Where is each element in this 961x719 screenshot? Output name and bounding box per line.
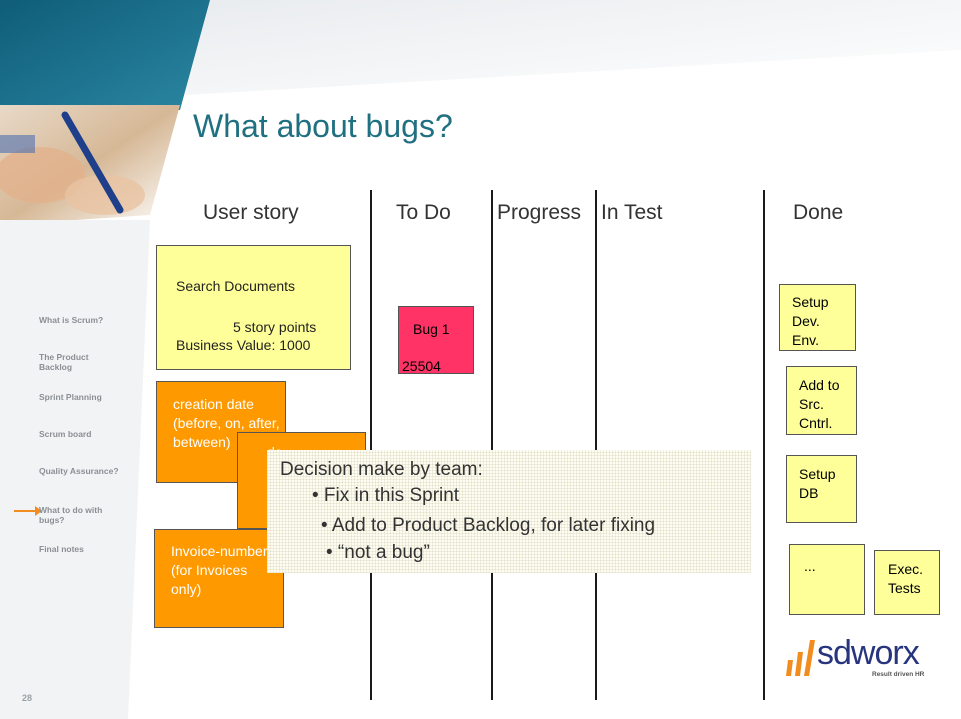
column-header-progress: Progress — [497, 201, 582, 224]
sidebar-background — [0, 220, 150, 719]
done-card-text: Setup Dev. Env. — [792, 294, 829, 348]
story-business-value: Business Value: 1000 — [176, 337, 311, 353]
nav-item-sprint-planning[interactable]: Sprint Planning — [39, 392, 102, 402]
nav-item-scrum-board[interactable]: Scrum board — [39, 429, 92, 439]
current-section-arrow-icon — [14, 506, 42, 516]
nav-item-what-is-scrum[interactable]: What is Scrum? — [39, 315, 104, 325]
bug-number: 25504 — [402, 358, 441, 374]
logo-tagline: Result driven HR — [872, 671, 925, 678]
done-card-text: Setup DB — [799, 466, 836, 501]
decision-option-backlog: • Add to Product Backlog, for later fixi… — [321, 515, 656, 536]
story-points: 5 story points — [233, 319, 317, 335]
bug-card[interactable]: Bug 1 25504 — [398, 306, 474, 374]
column-header-to-do: To Do — [396, 201, 451, 224]
done-card-text: Add to Src. Cntrl. — [799, 377, 840, 431]
logo-mark-icon — [786, 640, 815, 676]
column-divider — [595, 190, 597, 700]
nav-item-bugs-active[interactable]: What to do with bugs? — [39, 505, 103, 525]
decision-option-fix: • Fix in this Sprint — [312, 485, 460, 506]
done-card-add-to-src-cntrl[interactable]: Add to Src. Cntrl. — [786, 366, 857, 435]
task-invoice-text: Invoice-number (for Invoices only) — [171, 543, 268, 597]
bug-label: Bug 1 — [413, 321, 450, 337]
photo-writing-hand — [0, 105, 180, 225]
decision-option-not-a-bug: • “not a bug” — [326, 542, 430, 563]
user-story-card[interactable]: Search Documents 5 story points Business… — [156, 245, 351, 370]
decision-heading: Decision make by team: — [280, 459, 483, 480]
slide-title: What about bugs? — [193, 108, 453, 144]
header-decoration — [0, 0, 961, 110]
sdworx-logo: sdworx Result driven HR — [782, 634, 942, 688]
column-divider — [370, 190, 372, 700]
column-header-user-story: User story — [203, 201, 299, 224]
page-number: 28 — [22, 693, 33, 703]
done-card-text: ... — [804, 558, 816, 574]
column-divider — [491, 190, 493, 700]
nav-item-final-notes[interactable]: Final notes — [39, 544, 84, 554]
story-title: Search Documents — [176, 278, 296, 294]
done-card-setup-db[interactable]: Setup DB — [786, 455, 857, 523]
logo-wordmark: sdworx — [817, 634, 920, 672]
column-header-done: Done — [793, 201, 844, 224]
nav-item-quality-assurance[interactable]: Quality Assurance? — [39, 466, 119, 476]
task-card-invoice[interactable]: Invoice-number (for Invoices only) — [154, 529, 284, 628]
nav-item-product-backlog[interactable]: The Product Backlog — [39, 352, 89, 372]
done-card-ellipsis[interactable]: ... — [789, 544, 865, 615]
task-creation-date-text: creation date (before, on, after, betwee… — [173, 396, 280, 450]
column-header-in-test: In Test — [601, 201, 663, 224]
done-card-setup-dev-env[interactable]: Setup Dev. Env. — [779, 284, 856, 351]
decision-callout: Decision make by team: • Fix in this Spr… — [267, 450, 751, 573]
column-divider — [763, 190, 765, 700]
done-card-text: Exec. Tests — [888, 561, 924, 596]
done-card-exec-tests[interactable]: Exec. Tests — [874, 550, 940, 615]
